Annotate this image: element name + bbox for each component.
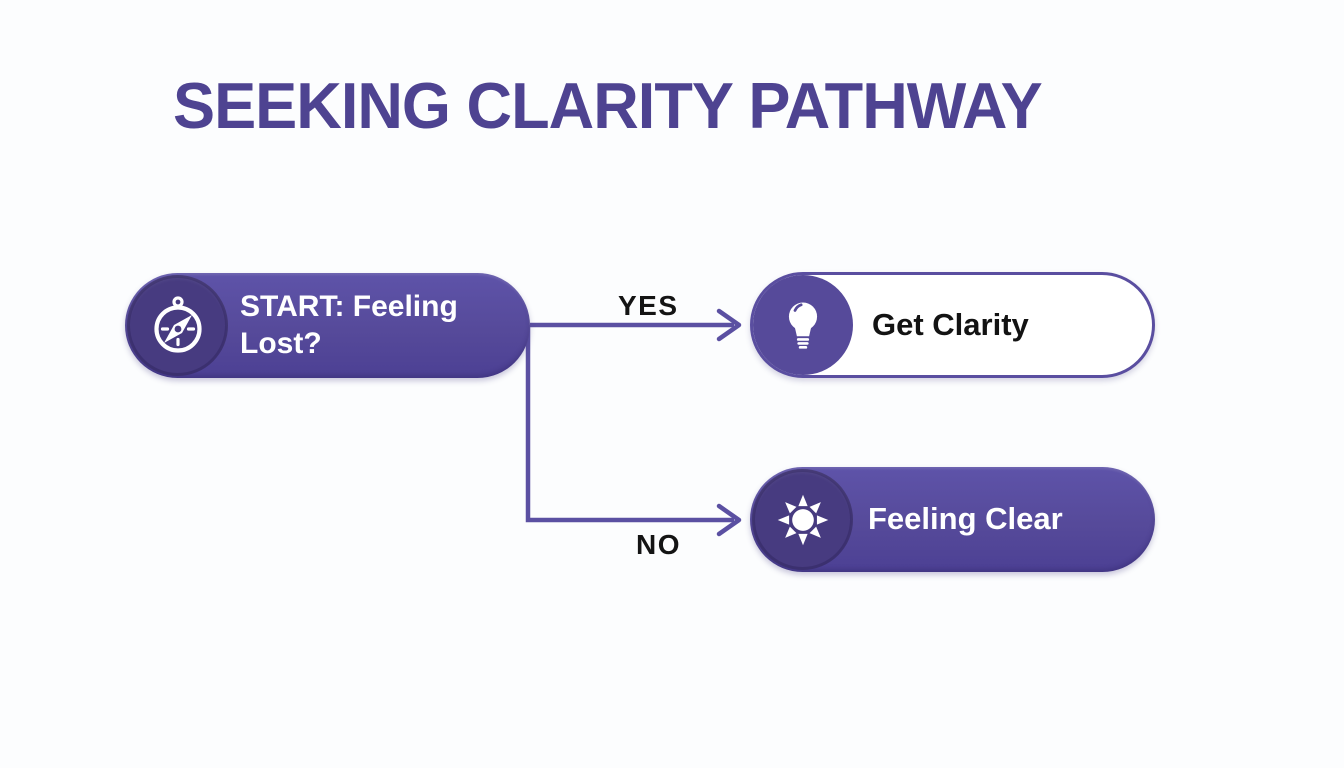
- no-arrowhead-icon: [716, 503, 742, 537]
- get-clarity-node-badge: [753, 275, 853, 375]
- start-node-badge: [127, 275, 228, 376]
- no-edge-label: NO: [636, 529, 681, 560]
- get-clarity-node: Get Clarity: [750, 272, 1155, 378]
- lightbulb-icon: [788, 302, 818, 349]
- get-clarity-node-label: Get Clarity: [872, 306, 1029, 342]
- page-title: SEEKING CLARITY PATHWAY: [173, 69, 1043, 142]
- no-connector-line: [525, 325, 734, 523]
- sun-icon: [777, 494, 828, 545]
- start-node-label: START: Feeling Lost?: [240, 289, 458, 360]
- compass-icon: [153, 295, 202, 353]
- start-node: START: Feeling Lost?: [125, 273, 530, 378]
- feeling-clear-node-badge: [752, 469, 853, 570]
- yes-edge-label: YES: [618, 290, 679, 321]
- feeling-clear-node-label: Feeling Clear: [868, 501, 1063, 537]
- yes-arrowhead-icon: [716, 308, 742, 342]
- feeling-clear-node: Feeling Clear: [750, 467, 1155, 572]
